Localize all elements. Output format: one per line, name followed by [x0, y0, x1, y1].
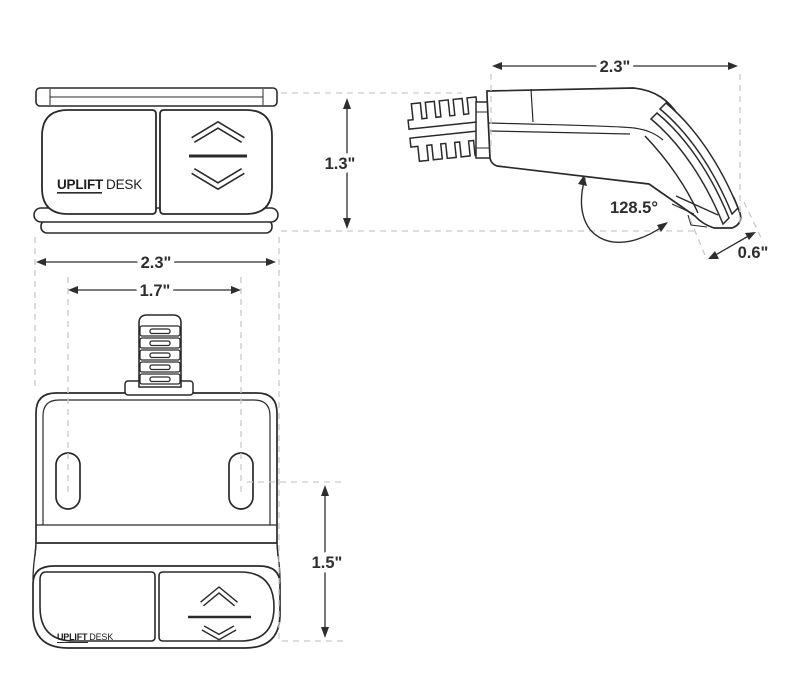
- arrowhead: [343, 218, 351, 229]
- up-arrow-icon-small: [200, 586, 238, 607]
- arrowhead: [657, 222, 668, 232]
- construction-guides: [34, 74, 764, 642]
- shell-flare-left: [32, 544, 37, 581]
- logo-small-desk: DESK: [89, 632, 113, 642]
- nose-cap-line-1: [675, 195, 719, 216]
- down-arrow-icon-small: [201, 625, 237, 641]
- dim-label-side-length: 2.3": [600, 58, 631, 76]
- arrowhead: [578, 175, 587, 186]
- dim-label-front-height: 1.3": [325, 155, 356, 173]
- keypad-right-button: [159, 109, 273, 215]
- arrowhead: [492, 62, 502, 70]
- guide-thickness-diag-1: [689, 218, 708, 261]
- dim-label-front-width: 2.3": [141, 254, 172, 272]
- comb-bottom-row: [409, 129, 489, 163]
- comb-top-row: [407, 96, 487, 130]
- dim-front-width: 2.3": [36, 250, 276, 277]
- arrowhead: [343, 98, 351, 109]
- arrowhead: [321, 627, 329, 638]
- logo-word-desk: DESK: [106, 177, 142, 192]
- angled-face-edge: [644, 135, 699, 214]
- arrowhead: [745, 232, 756, 240]
- cable-ribs: [139, 325, 181, 385]
- logo-word-uplift: UPLIFT: [57, 177, 104, 192]
- guide-thickness-diag-2: [743, 201, 764, 243]
- down-arrow-icon: [191, 167, 245, 191]
- mount-strip-outer: [658, 101, 739, 216]
- dim-slot-spacing: 1.7": [68, 278, 241, 305]
- dim-side-length: 2.3": [492, 54, 738, 81]
- up-arrow-icon: [191, 120, 245, 144]
- keypad-left-button: [41, 109, 157, 215]
- arrowhead: [708, 251, 719, 259]
- arrowhead: [231, 286, 241, 294]
- mounting-plate-inner: [42, 399, 271, 525]
- mount-strip-inner: [649, 111, 730, 226]
- nose-cap-line-2: [671, 203, 695, 215]
- nose-notch: [687, 214, 708, 228]
- bottom-left-button: [39, 571, 156, 642]
- mounting-plate: [35, 392, 278, 544]
- arrowhead: [68, 286, 78, 294]
- side-panel-split: [530, 88, 534, 123]
- side-strain-relief-comb: [407, 96, 489, 163]
- logo-small-uplift: UPLIFT: [57, 632, 88, 642]
- dim-label-keypad-depth: 1.5": [312, 554, 343, 572]
- arrowhead: [728, 62, 738, 70]
- angle-arc: [580, 177, 667, 243]
- dim-label-slot-spacing: 1.7": [140, 282, 171, 300]
- side-seam-lower: [489, 130, 631, 135]
- arrowhead: [36, 258, 46, 266]
- arrowhead: [266, 258, 276, 266]
- side-view: [407, 87, 742, 229]
- dim-front-height: 1.3": [320, 98, 360, 229]
- bottom-right-button: [158, 571, 275, 642]
- dim-label-tilt-angle: 128.5°: [610, 199, 658, 217]
- arrowhead: [321, 485, 329, 496]
- side-seam-upper: [488, 122, 664, 141]
- dim-edge-thickness: 0.6": [708, 232, 773, 267]
- dim-keypad-depth: 1.5": [307, 485, 347, 638]
- dim-label-edge-thickness: 0.6": [738, 244, 769, 262]
